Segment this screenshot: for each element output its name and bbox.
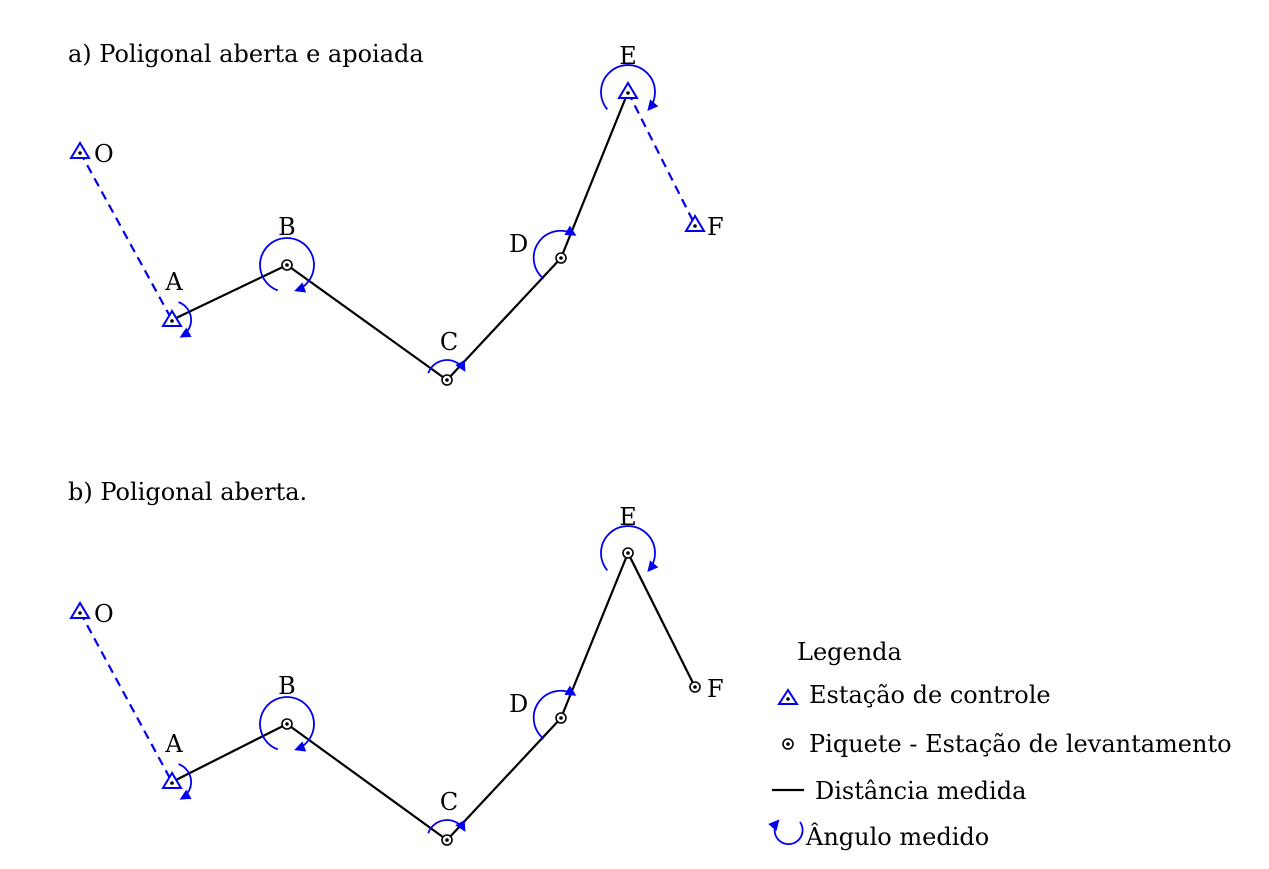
station-center-dot [445,378,449,382]
station-d: D [509,690,567,724]
station-center-dot [693,685,697,689]
legend-item-label: Ângulo medido [805,822,989,851]
station-a: A [161,268,183,327]
station-label: C [440,328,458,356]
measured-segment-b-c [286,723,448,841]
station-label: F [707,675,724,703]
station-center-dot [285,722,289,726]
station-label: D [509,690,528,718]
station-label: O [94,140,114,168]
angle-arc-b [259,696,315,752]
station-center-dot [445,838,449,842]
station-center-dot [559,716,563,720]
legend-item-label: Piquete - Estação de levantamento [809,730,1232,758]
station-label: B [278,672,296,700]
station-e: E [617,42,639,99]
station-label: A [164,268,183,296]
station-center-dot [693,224,697,228]
legend-title: Legenda [797,638,902,666]
station-label: E [619,42,637,70]
legend-item-label: Distância medida [815,777,1026,805]
reference-segment-o-a [79,151,173,321]
triangle-icon [617,81,639,99]
triangle-icon [161,771,183,789]
angle-arc-e [600,525,659,573]
station-label: D [509,230,528,258]
station-d: D [509,230,567,264]
measured-segment-b-c [286,264,448,381]
legend-item-measured-angle: Ângulo medido [768,819,989,851]
stake-dot-icon [782,738,794,750]
station-center-dot [285,263,289,267]
panel-a-traverse: O A B C D E F [69,42,724,386]
angle-arc-a [178,763,192,800]
triangle-icon [161,309,183,327]
station-center-dot [170,781,174,785]
station-b: B [278,672,296,730]
legend-item-control-station: Estação de controle [777,681,1051,709]
panel-a-title: a) Poligonal aberta e apoiada [68,40,424,68]
station-c: C [440,788,458,846]
legend-item-label: Estação de controle [809,681,1051,709]
legend-item-stake: Piquete - Estação de levantamento [782,730,1232,758]
station-center-dot [170,319,174,323]
station-label: E [619,503,637,531]
triangle-icon [69,141,91,159]
station-label: C [440,788,458,816]
station-center-dot [626,551,630,555]
triangle-icon [777,688,799,705]
station-f: F [684,213,724,241]
measured-segment-c-d [446,257,562,381]
station-e: E [619,503,637,559]
station-label: A [164,730,183,758]
angle-arc-a [178,301,192,338]
panel-b-title: b) Poligonal aberta. [68,478,307,506]
station-label: O [94,600,114,628]
measured-segment-a-b [171,723,288,783]
triangle-icon [69,601,91,619]
reference-segment-e-f [627,91,696,226]
angle-arc-b [259,237,315,293]
station-center-dot [626,91,630,95]
measured-segment-a-b [171,264,288,321]
station-c: C [440,328,458,386]
reference-segment-o-a [79,611,173,783]
angle-arc-icon [768,819,804,846]
measured-segment-e-f [627,552,696,688]
legend-item-measured-distance: Distância medida [772,777,1026,805]
angle-arc-c [427,819,466,834]
angle-arc-d [532,225,577,280]
station-a: A [161,730,183,789]
station-center-dot [78,611,82,615]
angle-arc-d [532,685,577,740]
station-center-dot [559,256,563,260]
station-label: B [278,213,296,241]
panel-b-traverse: O A B C D E F [69,503,724,846]
station-o: O [69,600,114,628]
angle-arc-e [600,64,659,112]
station-label: F [707,213,724,241]
station-center-dot [78,151,82,155]
station-b: B [278,213,296,271]
station-o: O [69,140,114,168]
measured-segment-c-d [446,717,562,841]
triangle-icon [684,214,706,232]
station-f: F [689,675,724,703]
angle-arc-c [427,359,466,374]
legend: Legenda Estação de controle Piquete - Es… [768,638,1232,851]
